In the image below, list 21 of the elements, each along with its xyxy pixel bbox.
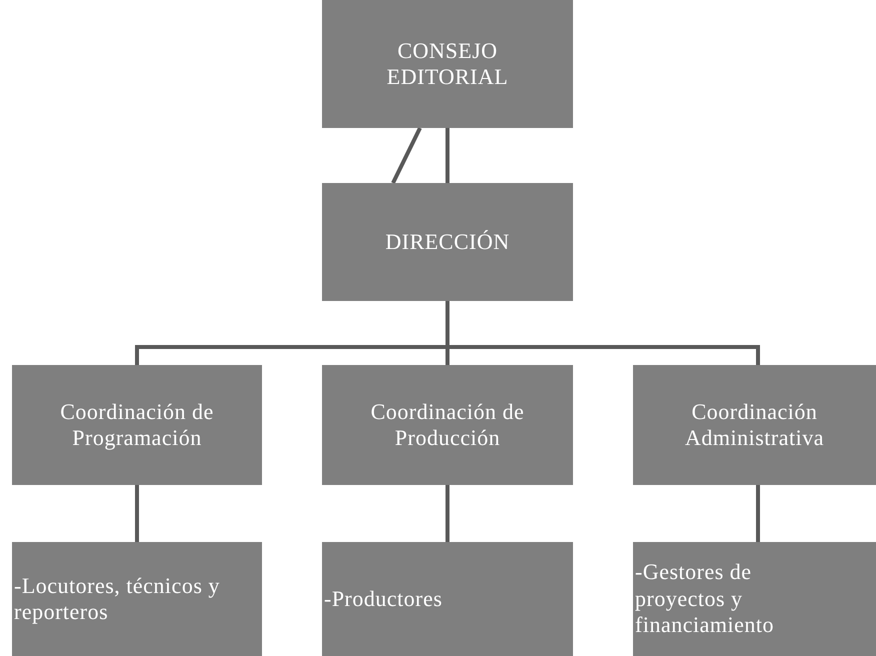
box-label: CONSEJO EDITORIAL [386, 38, 510, 90]
box-label: Coordinación de Producción [370, 398, 526, 452]
box-label: -Productores [324, 586, 442, 612]
connector-line [756, 485, 760, 542]
connector-line [446, 128, 450, 183]
connector-line [135, 485, 139, 542]
connector-line [391, 127, 422, 184]
box-label: -Gestores de proyectos y financiamiento [635, 559, 775, 639]
org-box [322, 183, 573, 301]
connector-line [446, 485, 450, 542]
org-box [322, 542, 573, 656]
box-label: Coordinación Administrativa [684, 398, 825, 452]
box-label: -Locutores, técnicos y reporteros [14, 572, 221, 626]
org-box [12, 542, 262, 656]
org-box [322, 0, 573, 128]
org-box [322, 365, 573, 485]
org-box [633, 365, 876, 485]
org-box [633, 542, 876, 656]
org-box [12, 365, 262, 485]
box-label: Coordinación de Programación [59, 398, 215, 452]
box-label: DIRECCIÓN [385, 228, 510, 256]
